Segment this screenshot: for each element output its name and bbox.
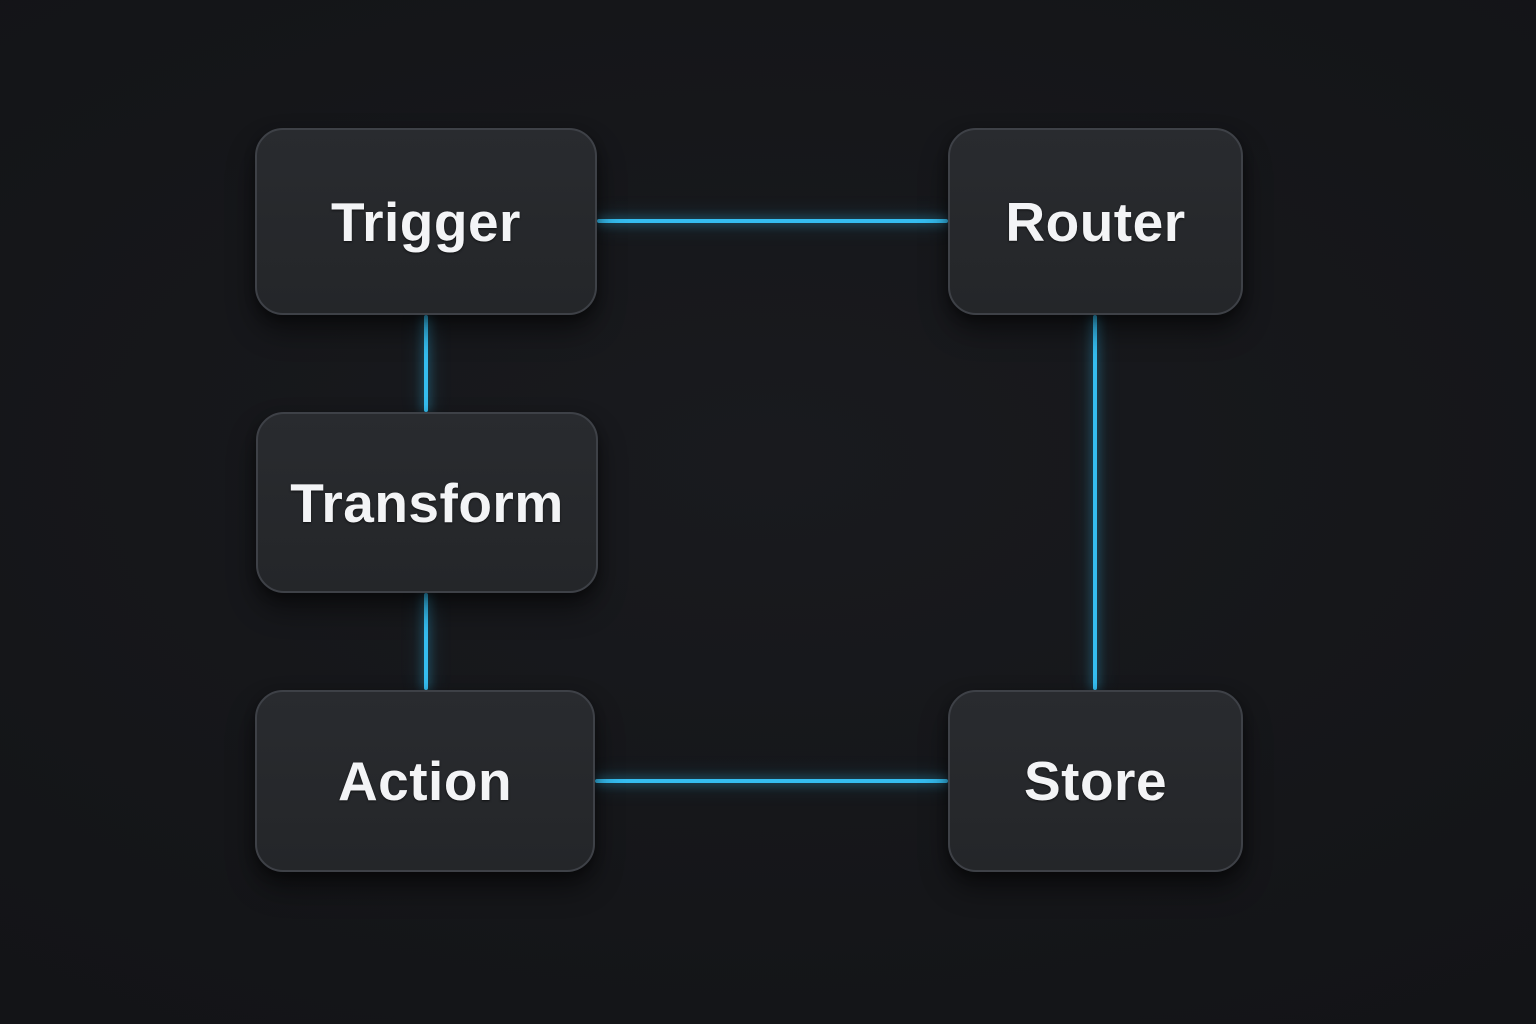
node-trigger[interactable]: Trigger (255, 128, 597, 315)
node-store[interactable]: Store (948, 690, 1243, 872)
edge-trigger-transform (424, 315, 428, 412)
node-trigger-label: Trigger (331, 190, 521, 253)
edge-transform-action (424, 593, 428, 690)
node-transform[interactable]: Transform (256, 412, 598, 593)
node-action[interactable]: Action (255, 690, 595, 872)
edge-trigger-router (597, 219, 948, 223)
node-router-label: Router (1005, 190, 1186, 253)
node-action-label: Action (337, 750, 513, 812)
node-store-label: Store (1023, 750, 1168, 812)
edge-router-store (1093, 315, 1097, 690)
node-transform-label: Transform (290, 471, 564, 534)
edge-action-store (595, 779, 948, 783)
node-router[interactable]: Router (948, 128, 1243, 315)
